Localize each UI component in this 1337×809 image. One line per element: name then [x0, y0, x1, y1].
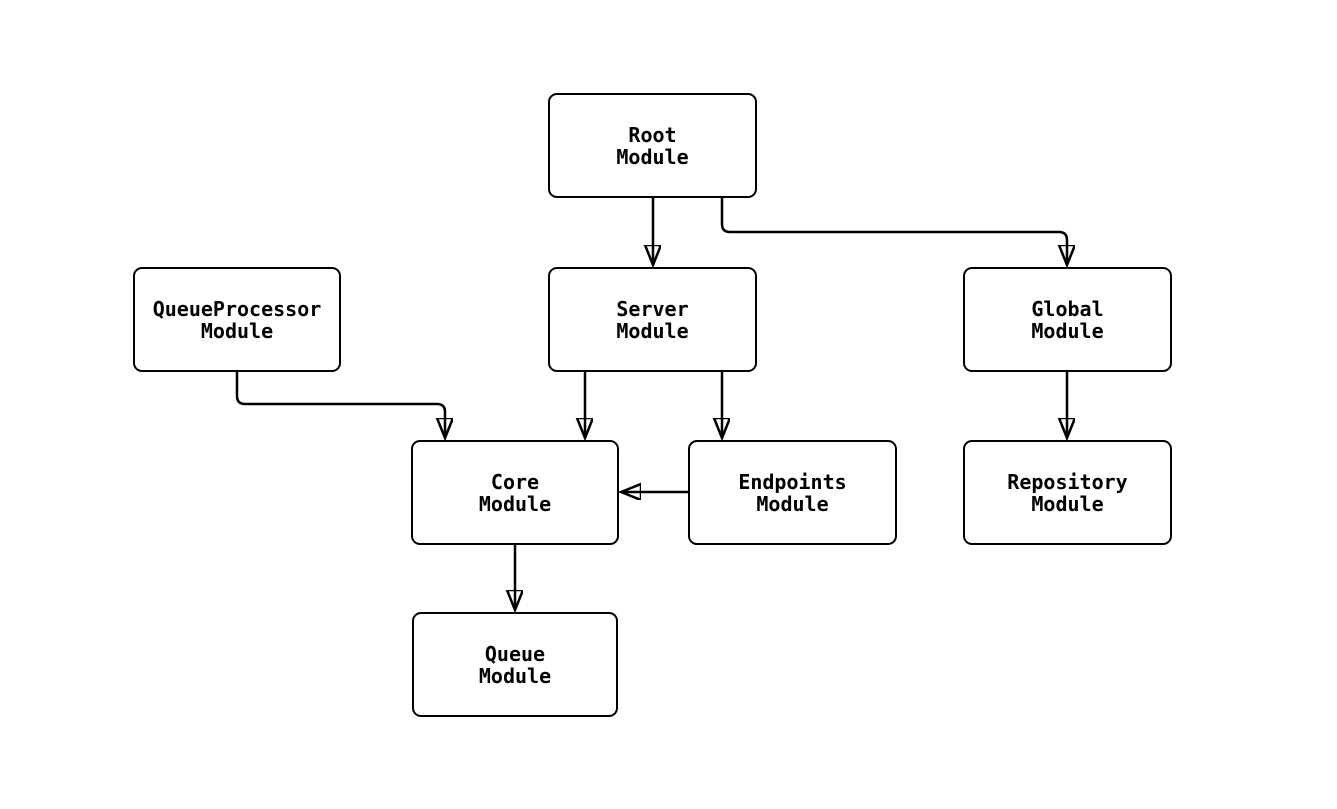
node-repository-module: Repository Module	[963, 440, 1172, 545]
node-core-module: Core Module	[411, 440, 619, 545]
node-label-line2: Module	[200, 318, 274, 343]
node-label-line1: Endpoints	[738, 469, 847, 494]
node-label-line1: Queue	[484, 641, 546, 666]
node-label-line2: Module	[616, 318, 689, 343]
node-label-line1: Server	[616, 296, 689, 321]
node-label-line1: Global	[1031, 296, 1104, 321]
node-label-line2: Module	[1031, 491, 1104, 516]
node-label-line1: Core	[490, 469, 540, 494]
node-root-module: Root Module	[548, 93, 757, 198]
node-label-line1: Root	[628, 122, 677, 147]
node-label-line2: Module	[616, 144, 689, 169]
node-server-module: Server Module	[548, 267, 757, 372]
edge-root-to-global	[720, 198, 1067, 264]
node-endpoints-module: Endpoints Module	[688, 440, 897, 545]
node-label-line2: Module	[1031, 318, 1104, 343]
node-global-module: Global Module	[963, 267, 1172, 372]
node-label-line1: QueueProcessor	[152, 296, 322, 321]
node-label-line2: Module	[478, 491, 552, 516]
node-label-line2: Module	[478, 663, 552, 688]
node-queue-module: Queue Module	[412, 612, 618, 717]
edge-queueprocessor-to-core	[235, 372, 445, 437]
node-queueprocessor-module: QueueProcessor Module	[133, 267, 341, 372]
node-label-line1: Repository	[1007, 469, 1128, 494]
node-label-line2: Module	[756, 491, 829, 516]
